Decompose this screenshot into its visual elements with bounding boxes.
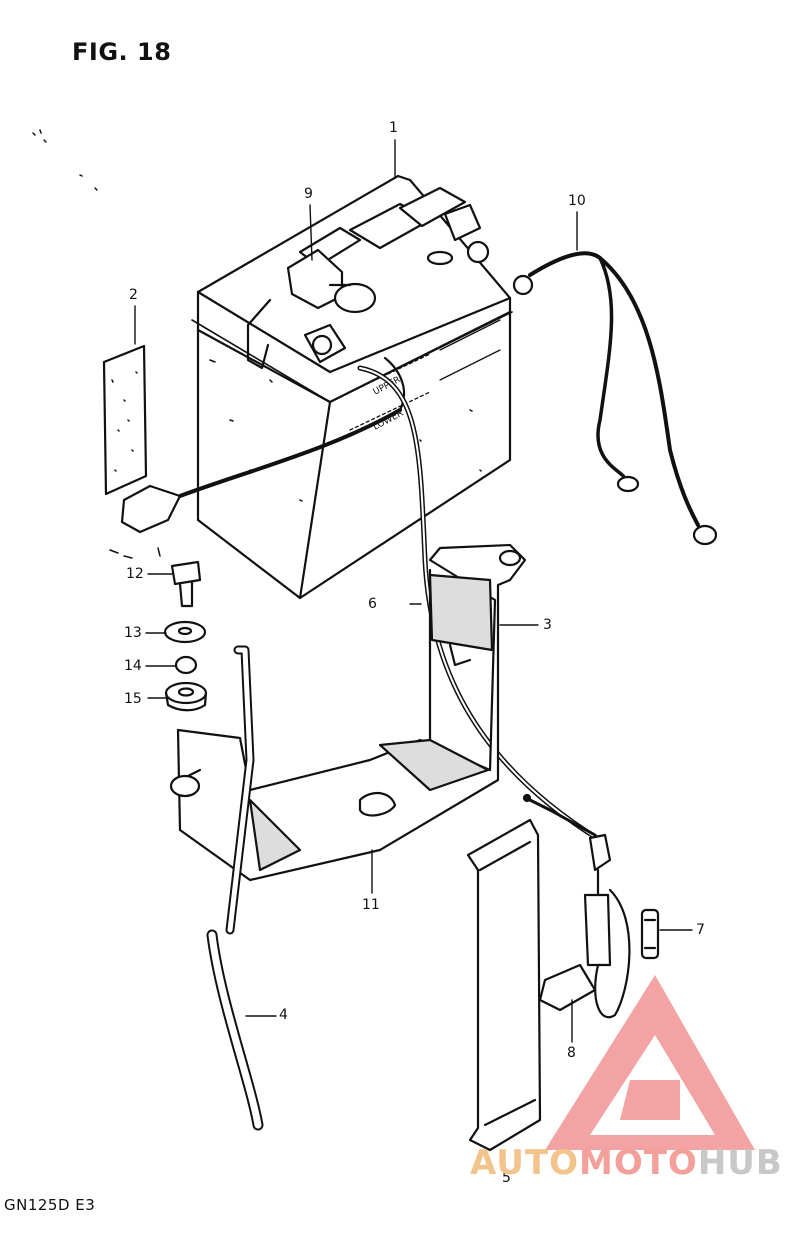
callout-12: 12 — [126, 566, 144, 582]
callout-1: 1 — [389, 120, 398, 136]
washer — [163, 620, 207, 644]
fuse — [640, 908, 660, 960]
insulator-sheet — [102, 344, 148, 496]
watermark-moto: MOTO — [578, 1143, 698, 1183]
bolt — [170, 560, 202, 608]
battery: UPPER LOWER — [191, 174, 513, 600]
battery-holder — [169, 543, 527, 882]
leader-lines — [134, 139, 693, 1043]
callout-4: 4 — [279, 1007, 288, 1023]
callout-15: 15 — [124, 691, 142, 707]
callout-13: 13 — [124, 625, 142, 641]
battery-lead-6 — [357, 365, 603, 843]
callout-11: 11 — [362, 897, 380, 913]
cushion — [164, 681, 208, 712]
callout-9: 9 — [304, 186, 313, 202]
battery-band — [466, 818, 542, 1152]
scatter-marks — [32, 129, 161, 559]
callout-2: 2 — [129, 287, 138, 303]
figure-title: FIG. 18 — [72, 38, 172, 66]
breather-hose — [206, 645, 264, 1131]
wire-harness — [512, 251, 718, 546]
watermark-auto: AUTO — [470, 1143, 579, 1183]
callout-5: 5 — [502, 1170, 511, 1186]
watermark-logo — [545, 975, 755, 1150]
terminal-cover — [246, 248, 377, 370]
nut — [174, 655, 198, 675]
callout-7: 7 — [696, 922, 705, 938]
watermark-hub: HUB — [697, 1143, 783, 1183]
callout-14: 14 — [124, 658, 142, 674]
callout-3: 3 — [543, 617, 552, 633]
terminal-cap — [120, 356, 406, 534]
model-code: GN125D E3 — [4, 1196, 96, 1214]
callout-6: 6 — [368, 596, 377, 612]
callout-10: 10 — [568, 193, 586, 209]
callout-8: 8 — [567, 1045, 576, 1061]
fuse-holder — [522, 793, 631, 1019]
watermark-text: AUTOMOTOHUB — [470, 1143, 783, 1183]
